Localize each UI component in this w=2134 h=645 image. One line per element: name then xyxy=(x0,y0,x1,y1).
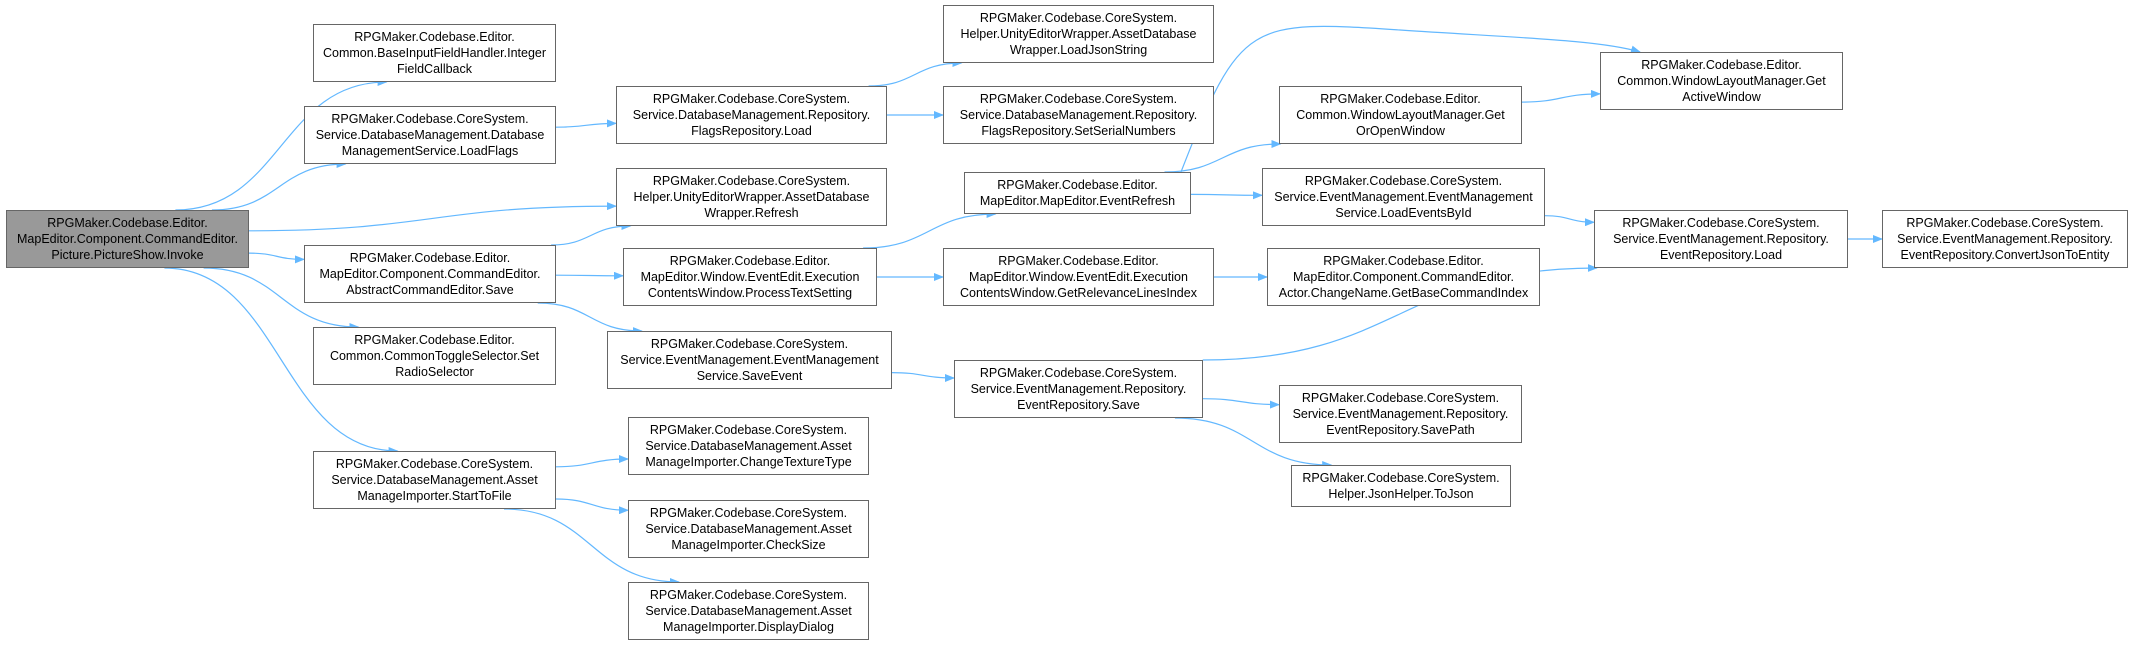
graph-node-label: RPGMaker.Codebase.Editor. Common.WindowL… xyxy=(1296,92,1505,138)
graph-node-label: RPGMaker.Codebase.CoreSystem. Helper.Jso… xyxy=(1302,471,1500,501)
edge-n17-n22 xyxy=(1174,417,1333,469)
edge-n0-n1 xyxy=(175,78,388,211)
graph-node-n24[interactable]: RPGMaker.Codebase.CoreSystem. Service.Ev… xyxy=(1594,210,1848,268)
graph-node-n25[interactable]: RPGMaker.Codebase.CoreSystem. Service.Ev… xyxy=(1882,210,2128,268)
graph-node-label: RPGMaker.Codebase.Editor. MapEditor.Wind… xyxy=(960,254,1197,300)
graph-node-label: RPGMaker.Codebase.CoreSystem. Service.Da… xyxy=(645,506,852,552)
graph-node-n19[interactable]: RPGMaker.Codebase.CoreSystem. Service.Ev… xyxy=(1262,168,1545,226)
edge-n7-n13 xyxy=(868,59,963,87)
graph-node-label: RPGMaker.Codebase.CoreSystem. Helper.Uni… xyxy=(960,11,1197,57)
graph-node-n22[interactable]: RPGMaker.Codebase.CoreSystem. Helper.Jso… xyxy=(1291,465,1511,507)
graph-node-label: RPGMaker.Codebase.CoreSystem. Service.Da… xyxy=(959,92,1198,138)
edge-n15-n23 xyxy=(1180,25,1641,173)
graph-node-n7[interactable]: RPGMaker.Codebase.CoreSystem. Service.Da… xyxy=(616,86,887,144)
edge-n19-n24 xyxy=(1544,215,1595,227)
edge-n9-n17 xyxy=(891,372,955,382)
graph-node-n9[interactable]: RPGMaker.Codebase.CoreSystem. Service.Ev… xyxy=(607,331,892,389)
graph-node-label: RPGMaker.Codebase.CoreSystem. Service.Da… xyxy=(331,457,538,503)
edge-n0-n6 xyxy=(164,267,399,455)
graph-node-n0: RPGMaker.Codebase.Editor. MapEditor.Comp… xyxy=(6,210,249,268)
edge-n0-n5 xyxy=(203,267,360,331)
graph-node-label: RPGMaker.Codebase.Editor. MapEditor.Comp… xyxy=(319,251,541,297)
graph-node-label: RPGMaker.Codebase.Editor. MapEditor.MapE… xyxy=(979,178,1176,208)
graph-node-n20[interactable]: RPGMaker.Codebase.Editor. MapEditor.Comp… xyxy=(1267,248,1540,306)
graph-node-label: RPGMaker.Codebase.Editor. MapEditor.Comp… xyxy=(17,216,238,262)
graph-node-n11[interactable]: RPGMaker.Codebase.CoreSystem. Service.Da… xyxy=(628,500,869,558)
graph-node-n1[interactable]: RPGMaker.Codebase.Editor. Common.BaseInp… xyxy=(313,24,556,82)
graph-node-n2[interactable]: RPGMaker.Codebase.CoreSystem. Service.Da… xyxy=(304,106,556,164)
edge-n17-n21 xyxy=(1202,398,1280,409)
edge-n4-n9 xyxy=(537,302,643,335)
graph-node-label: RPGMaker.Codebase.CoreSystem. Service.Da… xyxy=(645,588,852,634)
graph-node-label: RPGMaker.Codebase.Editor. MapEditor.Wind… xyxy=(640,254,860,300)
graph-node-label: RPGMaker.Codebase.CoreSystem. Service.Ev… xyxy=(1274,174,1533,220)
graph-node-n13[interactable]: RPGMaker.Codebase.CoreSystem. Helper.Uni… xyxy=(943,5,1214,63)
edge-n0-n3 xyxy=(248,202,617,232)
graph-node-label: RPGMaker.Codebase.CoreSystem. Service.Ev… xyxy=(1897,216,2113,262)
graph-node-label: RPGMaker.Codebase.CoreSystem. Service.Da… xyxy=(645,423,852,469)
edge-n4-n8 xyxy=(555,271,624,280)
graph-node-n5[interactable]: RPGMaker.Codebase.Editor. Common.CommonT… xyxy=(313,327,556,385)
graph-node-label: RPGMaker.Codebase.CoreSystem. Helper.Uni… xyxy=(633,174,870,220)
graph-node-label: RPGMaker.Codebase.CoreSystem. Service.Ev… xyxy=(970,366,1187,412)
graph-node-label: RPGMaker.Codebase.Editor. MapEditor.Comp… xyxy=(1278,254,1529,300)
graph-node-label: RPGMaker.Codebase.CoreSystem. Service.Da… xyxy=(315,112,545,158)
edge-n15-n19 xyxy=(1190,191,1263,200)
graph-node-label: RPGMaker.Codebase.Editor. Common.CommonT… xyxy=(329,333,540,379)
graph-node-n8[interactable]: RPGMaker.Codebase.Editor. MapEditor.Wind… xyxy=(623,248,877,306)
edge-n6-n11 xyxy=(555,498,629,515)
graph-node-n14[interactable]: RPGMaker.Codebase.CoreSystem. Service.Da… xyxy=(943,86,1214,144)
graph-node-n4[interactable]: RPGMaker.Codebase.Editor. MapEditor.Comp… xyxy=(304,245,556,303)
graph-node-n12[interactable]: RPGMaker.Codebase.CoreSystem. Service.Da… xyxy=(628,582,869,640)
graph-node-n15[interactable]: RPGMaker.Codebase.Editor. MapEditor.MapE… xyxy=(964,172,1191,214)
graph-node-n23[interactable]: RPGMaker.Codebase.Editor. Common.WindowL… xyxy=(1600,52,1843,110)
edge-n6-n12 xyxy=(503,508,680,586)
edge-n4-n3 xyxy=(551,222,632,246)
graph-node-n3[interactable]: RPGMaker.Codebase.CoreSystem. Helper.Uni… xyxy=(616,168,887,226)
graph-node-label: RPGMaker.Codebase.CoreSystem. Service.Ev… xyxy=(620,337,879,383)
edge-n0-n4 xyxy=(248,252,305,264)
edge-n0-n2 xyxy=(211,160,347,211)
graph-node-n21[interactable]: RPGMaker.Codebase.CoreSystem. Service.Ev… xyxy=(1279,385,1522,443)
edge-n8-n15 xyxy=(863,210,997,249)
graph-node-n17[interactable]: RPGMaker.Codebase.CoreSystem. Service.Ev… xyxy=(954,360,1203,418)
graph-node-label: RPGMaker.Codebase.CoreSystem. Service.Ev… xyxy=(1613,216,1829,262)
graph-node-n10[interactable]: RPGMaker.Codebase.CoreSystem. Service.Da… xyxy=(628,417,869,475)
graph-node-label: RPGMaker.Codebase.CoreSystem. Service.Ev… xyxy=(1292,391,1509,437)
graph-node-label: RPGMaker.Codebase.CoreSystem. Service.Da… xyxy=(632,92,871,138)
edge-n18-n23 xyxy=(1521,89,1601,103)
graph-node-n18[interactable]: RPGMaker.Codebase.Editor. Common.WindowL… xyxy=(1279,86,1522,144)
edge-n6-n10 xyxy=(555,455,629,468)
graph-node-label: RPGMaker.Codebase.Editor. Common.BaseInp… xyxy=(322,30,547,76)
graph-node-label: RPGMaker.Codebase.Editor. Common.WindowL… xyxy=(1617,58,1826,104)
edge-n2-n7 xyxy=(555,119,617,128)
graph-node-n16[interactable]: RPGMaker.Codebase.Editor. MapEditor.Wind… xyxy=(943,248,1214,306)
graph-node-n6[interactable]: RPGMaker.Codebase.CoreSystem. Service.Da… xyxy=(313,451,556,509)
